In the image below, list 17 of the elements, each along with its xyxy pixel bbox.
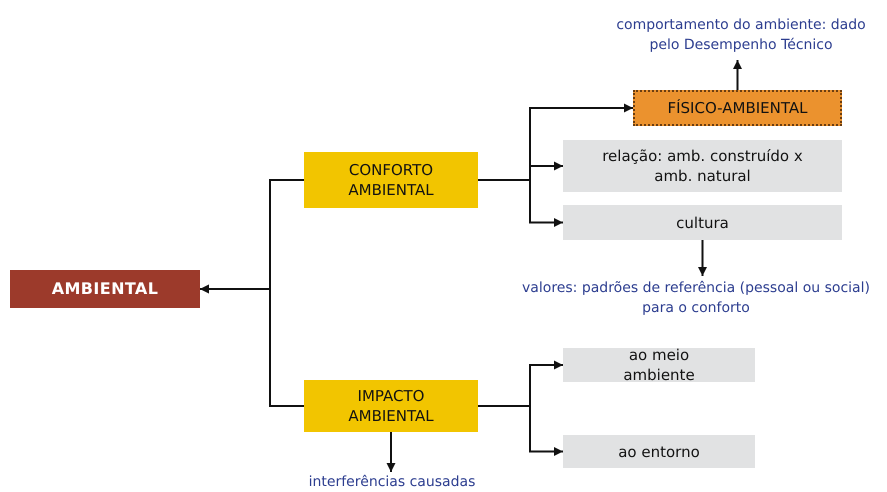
arrow	[478, 179, 563, 227]
category-box: CONFORTO AMBIENTAL	[304, 152, 478, 208]
arrow	[200, 284, 304, 407]
highlight-box: FÍSICO-AMBIENTAL	[633, 90, 842, 126]
category-box: IMPACTO AMBIENTAL	[304, 380, 478, 432]
root-box: AMBIENTAL	[10, 270, 200, 308]
note-text: comportamento do ambiente: dado pelo Desempenho Técnico	[606, 10, 876, 60]
item-box: relação: amb. construído x amb. natural	[563, 140, 842, 192]
item-box: ao meio ambiente	[563, 348, 755, 382]
arrow	[698, 240, 707, 276]
item-box: ao entorno	[563, 435, 755, 468]
arrow	[733, 60, 742, 90]
note-text: valores: padrões de referência (pessoal ou social) para o conforto	[506, 276, 886, 320]
item-box: cultura	[563, 205, 842, 240]
arrow	[386, 432, 396, 472]
arrow	[478, 405, 563, 456]
note-text: interferências causadas	[282, 472, 502, 492]
